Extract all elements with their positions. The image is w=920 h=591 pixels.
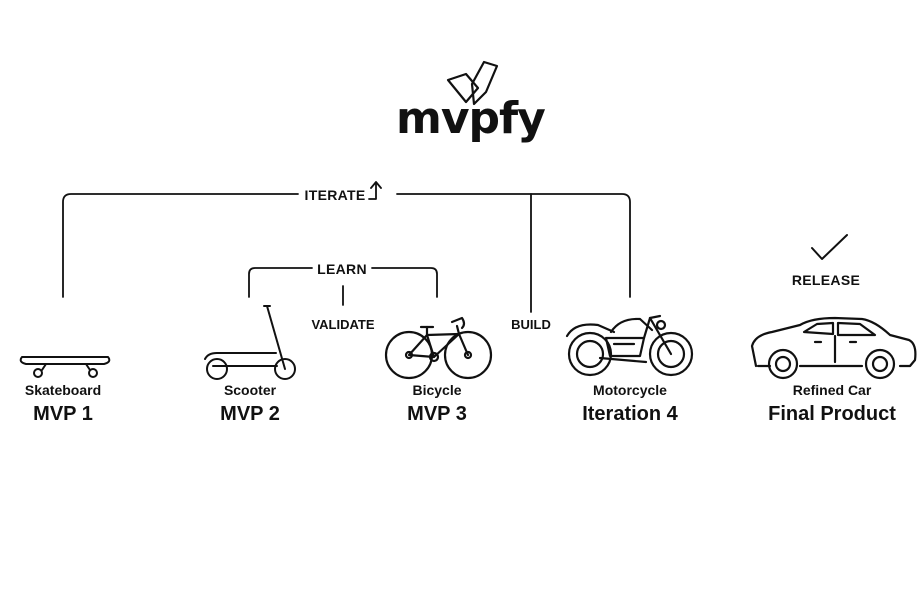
stage-name-scooter: Scooter bbox=[223, 382, 277, 398]
motorcycle-icon bbox=[565, 314, 694, 377]
stage-title-mvp2: MVP 2 bbox=[220, 403, 280, 425]
iterate-arrow-icon bbox=[368, 181, 382, 200]
skateboard-icon bbox=[19, 356, 111, 378]
scooter-icon bbox=[204, 305, 296, 380]
stage-name-bicycle: Bicycle bbox=[412, 382, 462, 398]
car-icon bbox=[750, 316, 917, 380]
iterate-label: ITERATE bbox=[304, 187, 366, 203]
validate-label: VALIDATE bbox=[311, 317, 375, 332]
learn-bracket bbox=[248, 267, 438, 306]
stage-name-car: Refined Car bbox=[792, 382, 872, 398]
build-label: BUILD bbox=[511, 317, 551, 332]
learn-label: LEARN bbox=[317, 261, 367, 277]
brand-wordmark: mvpfy bbox=[396, 93, 546, 144]
stage-name-motorcycle: Motorcycle bbox=[593, 382, 667, 398]
iterate-bracket bbox=[62, 193, 631, 313]
stage-title-mvp3: MVP 3 bbox=[407, 403, 467, 425]
release-label: RELEASE bbox=[791, 272, 861, 288]
bicycle-icon bbox=[384, 316, 493, 380]
stage-title-final: Final Product bbox=[768, 403, 896, 425]
stage-title-iteration4: Iteration 4 bbox=[582, 403, 678, 425]
stage-name-skateboard: Skateboard bbox=[24, 382, 102, 398]
logo-mark-icon bbox=[446, 60, 499, 106]
check-icon bbox=[811, 234, 848, 260]
stage-title-mvp1: MVP 1 bbox=[33, 403, 93, 425]
